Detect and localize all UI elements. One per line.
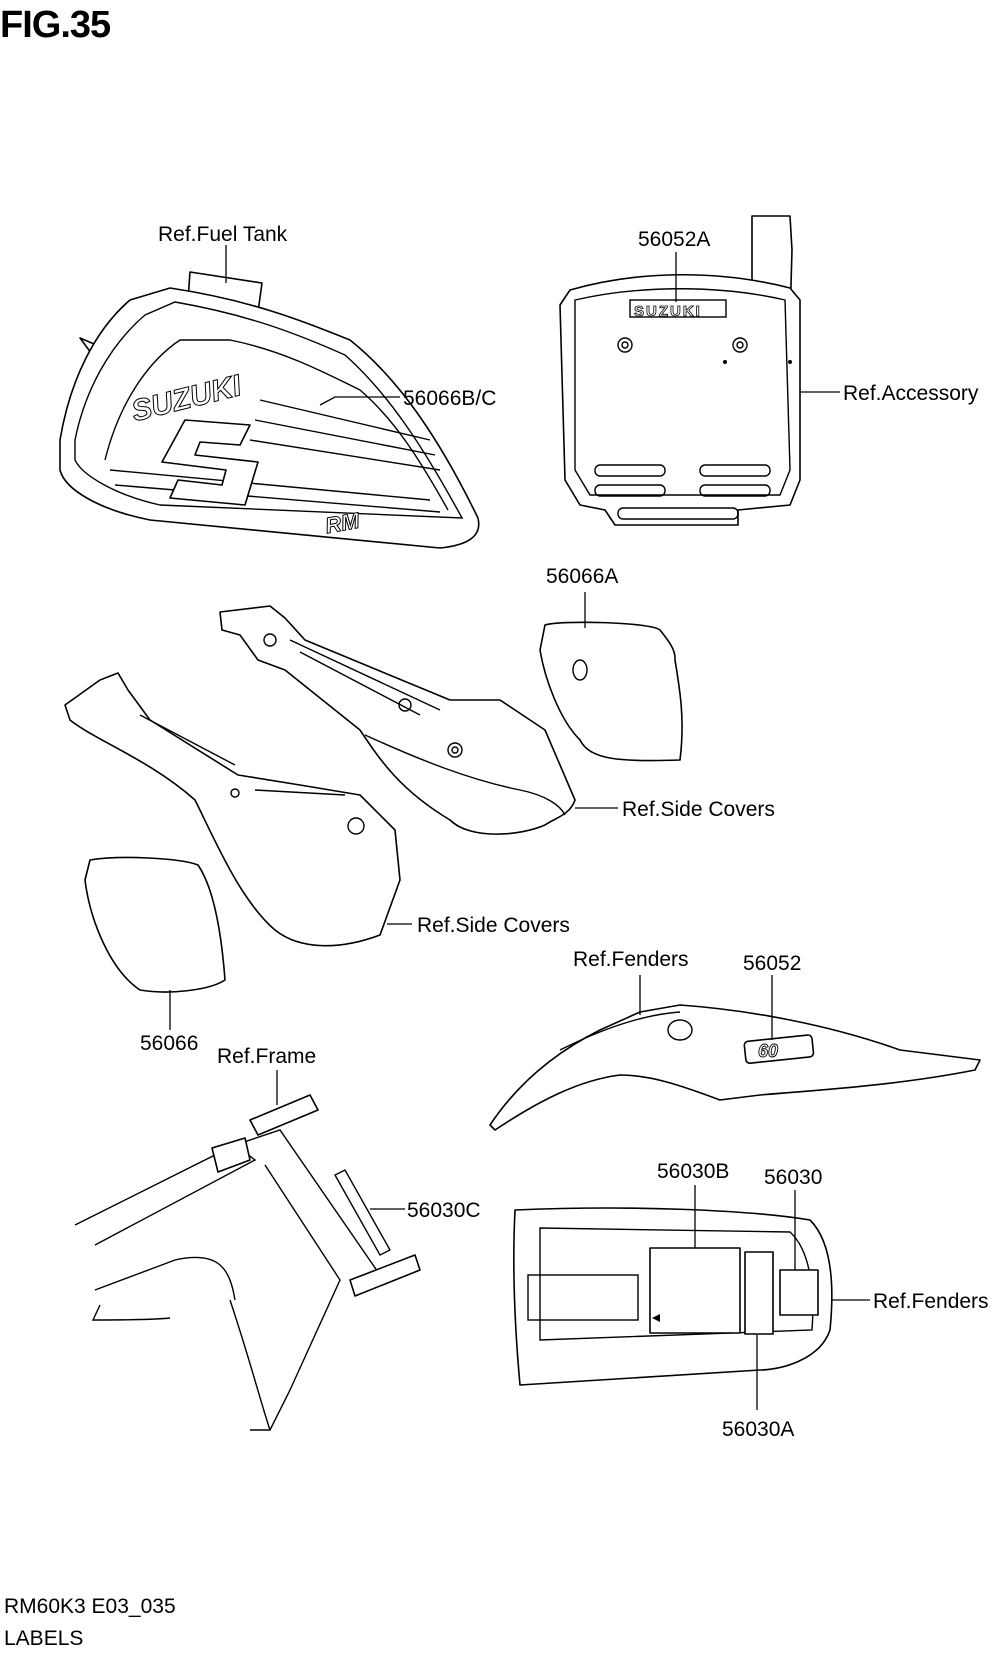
figure-code: RM60K3 E03_035 bbox=[4, 1595, 176, 1618]
callout-56030: 56030 bbox=[764, 1166, 822, 1189]
frame-illustration bbox=[74, 1094, 421, 1431]
callout-ref-side-covers-1: Ref.Side Covers bbox=[622, 798, 775, 821]
callout-ref-fenders-1: Ref.Fenders bbox=[573, 948, 689, 971]
callout-56052a: 56052A bbox=[638, 228, 710, 251]
callout-ref-fuel-tank: Ref.Fuel Tank bbox=[158, 223, 288, 246]
callout-ref-side-covers-2: Ref.Side Covers bbox=[417, 914, 570, 937]
leader-lines bbox=[169, 245, 870, 1410]
figure-name: LABELS bbox=[4, 1627, 84, 1650]
fender-logo-60: 60 bbox=[758, 1041, 778, 1061]
plate-logo-suzuki: SUZUKI bbox=[634, 303, 702, 320]
rear-fender-illustration bbox=[513, 1207, 833, 1386]
fuel-tank-illustration bbox=[59, 271, 480, 549]
decal-56066 bbox=[84, 856, 226, 993]
callout-56030b: 56030B bbox=[657, 1160, 729, 1183]
side-cover-left-illustration bbox=[64, 672, 401, 947]
callout-56066bc: 56066B/C bbox=[403, 387, 496, 410]
callout-56030a: 56030A bbox=[722, 1418, 794, 1441]
callout-56030c: 56030C bbox=[407, 1199, 481, 1222]
front-fender-illustration bbox=[489, 1004, 981, 1131]
decal-56066a bbox=[539, 621, 683, 762]
callout-ref-frame: Ref.Frame bbox=[217, 1045, 316, 1068]
callout-56052: 56052 bbox=[743, 952, 801, 975]
callout-ref-accessory: Ref.Accessory bbox=[843, 382, 979, 405]
number-plate-illustration bbox=[559, 215, 801, 526]
figure-title: FIG.35 bbox=[0, 4, 111, 46]
callout-ref-fenders-2: Ref.Fenders bbox=[873, 1290, 989, 1313]
callout-56066a: 56066A bbox=[546, 565, 618, 588]
side-cover-right-illustration bbox=[219, 605, 576, 835]
callout-56066: 56066 bbox=[140, 1032, 198, 1055]
